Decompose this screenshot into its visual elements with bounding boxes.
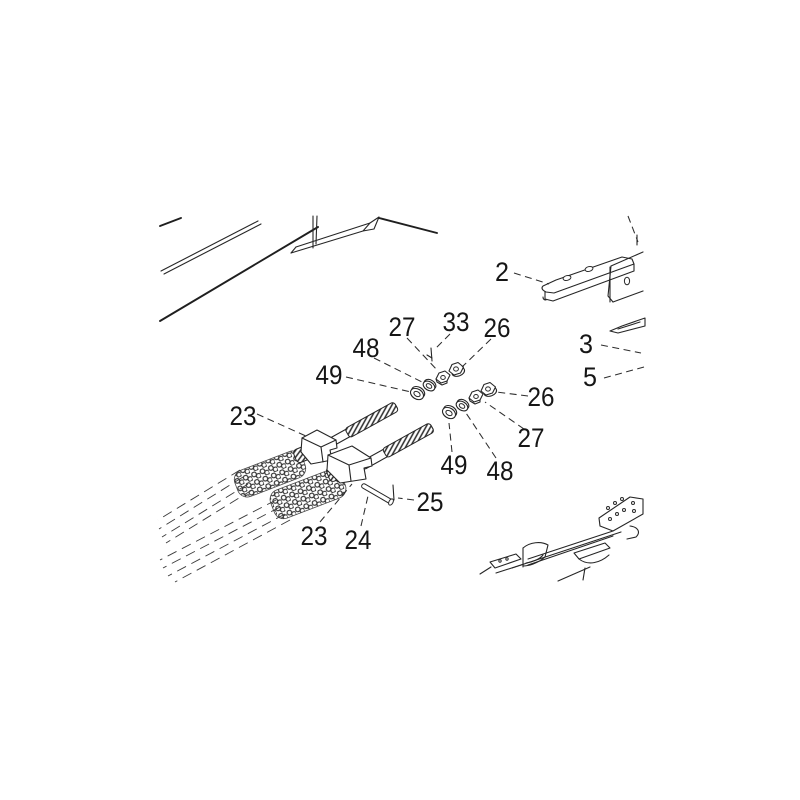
washer-49-top <box>409 385 426 401</box>
callout-labels: 2 33 27 26 48 49 26 27 49 48 23 23 24 25… <box>230 257 598 555</box>
callout-26-top: 26 <box>484 313 511 343</box>
part-33-mark <box>426 347 433 362</box>
leader-lines <box>256 272 645 527</box>
washer-48-bottom <box>455 398 470 412</box>
callout-27-right: 27 <box>518 423 545 453</box>
callout-23-lower: 23 <box>301 521 328 551</box>
nut-27-top <box>435 370 451 386</box>
side-plate <box>607 215 644 303</box>
callout-25: 25 <box>417 487 444 517</box>
nut-27-bottom <box>468 389 484 405</box>
nut-26-bottom <box>480 381 498 397</box>
washer-48-top <box>422 378 437 392</box>
hood-panel-lines <box>159 215 438 322</box>
callout-49-top: 49 <box>316 360 343 390</box>
callout-2: 2 <box>495 257 509 287</box>
callout-49-bottom: 49 <box>441 450 468 480</box>
chain-upper <box>157 450 307 544</box>
callout-26-right: 26 <box>528 382 555 412</box>
callout-5: 5 <box>583 362 597 392</box>
part-25-clip-mark <box>392 484 395 501</box>
chain-lower <box>159 468 347 583</box>
callout-48-top: 48 <box>353 333 380 363</box>
callout-48-bottom: 48 <box>487 456 514 486</box>
frame-bracket <box>479 496 644 582</box>
part-23-lower-bolt <box>325 423 434 484</box>
callout-23-upper: 23 <box>230 401 257 431</box>
washer-49-bottom <box>441 404 458 420</box>
part-23-upper-bolt <box>293 402 399 465</box>
callout-33: 33 <box>443 307 470 337</box>
callout-3: 3 <box>579 329 593 359</box>
callout-24: 24 <box>345 525 372 555</box>
nut-26-top <box>448 361 466 377</box>
callout-27-top: 27 <box>389 312 416 342</box>
part-24-pin <box>361 483 394 506</box>
part-2-bracket-plate <box>541 256 635 302</box>
part-3-strip <box>609 317 646 334</box>
